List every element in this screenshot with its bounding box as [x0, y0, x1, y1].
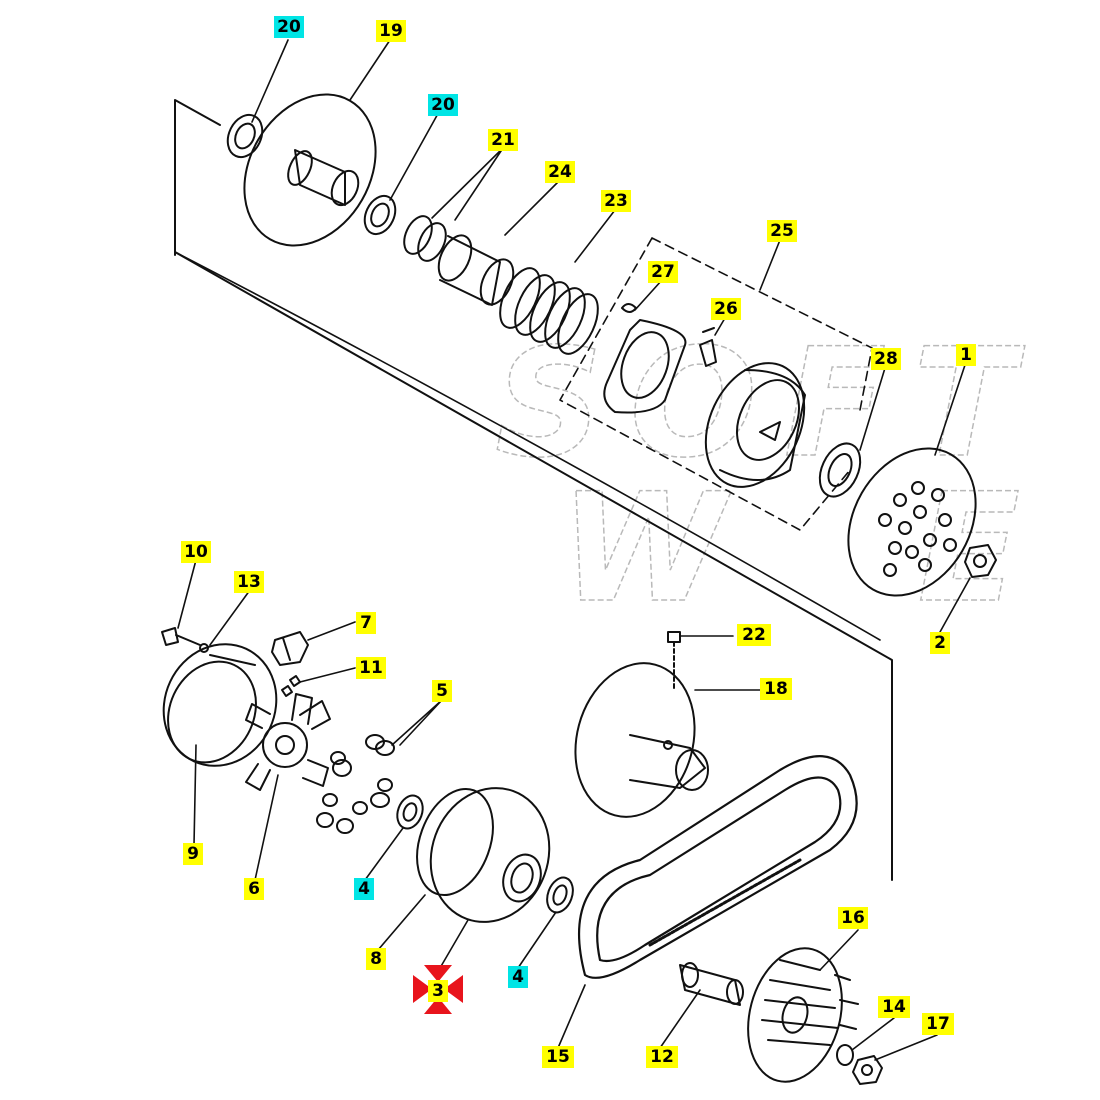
spring-23	[499, 267, 599, 355]
sleeve-12	[679, 962, 744, 1006]
callout-27[interactable]: 27	[648, 261, 678, 283]
callout-14[interactable]: 14	[878, 996, 910, 1018]
collar-4-left	[396, 794, 424, 830]
clip-27	[621, 303, 637, 313]
seal-ring-20-upper	[226, 113, 264, 159]
collar-4-right	[546, 876, 574, 914]
callout-11[interactable]: 11	[356, 657, 386, 679]
callout-5[interactable]: 5	[432, 680, 452, 702]
callout-9[interactable]: 9	[183, 843, 203, 865]
callout-21[interactable]: 21	[488, 129, 518, 151]
assembly-boundary-lower	[174, 251, 881, 641]
fixed-sheave-19	[243, 93, 377, 247]
o-rings-21	[403, 215, 447, 262]
callout-8[interactable]: 8	[366, 948, 386, 970]
callout-7[interactable]: 7	[356, 612, 376, 634]
callout-19[interactable]: 19	[376, 20, 406, 42]
callout-16[interactable]: 16	[838, 907, 868, 929]
leader-lines	[177, 39, 971, 1061]
seal-ring-20-middle	[363, 194, 397, 236]
callout-17[interactable]: 17	[922, 1013, 954, 1035]
fan-16	[747, 947, 859, 1083]
callout-24[interactable]: 24	[545, 161, 575, 183]
nut-17	[852, 1055, 883, 1085]
callout-26[interactable]: 26	[711, 298, 741, 320]
selection-marker	[413, 965, 463, 1014]
callout-22[interactable]: 22	[737, 624, 771, 646]
nut-2	[964, 544, 997, 578]
callout-2[interactable]: 2	[930, 632, 950, 654]
roller-weights-5	[316, 734, 395, 834]
collar-24	[437, 234, 515, 306]
callout-12[interactable]: 12	[646, 1046, 678, 1068]
ramp-plate-6	[245, 693, 331, 791]
callout-13[interactable]: 13	[234, 571, 264, 593]
callout-23[interactable]: 23	[601, 190, 631, 212]
secondary-sheave-18	[574, 662, 709, 818]
callout-18[interactable]: 18	[760, 678, 792, 700]
callout-15[interactable]: 15	[542, 1046, 574, 1068]
bolt-10	[161, 627, 201, 646]
callout-20-middle[interactable]: 20	[428, 94, 458, 116]
seal-28	[818, 442, 862, 498]
callout-28[interactable]: 28	[871, 348, 901, 370]
callout-20-upper[interactable]: 20	[274, 16, 304, 38]
callout-6[interactable]: 6	[244, 878, 264, 900]
callout-4-left[interactable]: 4	[354, 878, 374, 900]
callout-4-right[interactable]: 4	[508, 966, 528, 988]
drive-belt-15	[577, 755, 858, 979]
callout-3-selected[interactable]: 3	[428, 980, 448, 1002]
clutch-housing-1	[847, 447, 977, 597]
clutch-plate	[603, 319, 687, 414]
callout-10[interactable]: 10	[181, 541, 211, 563]
washer-14	[836, 1044, 854, 1066]
movable-sheave-8	[416, 787, 551, 923]
callout-1[interactable]: 1	[956, 344, 976, 366]
slider-7	[271, 631, 309, 666]
pin-26	[699, 327, 717, 367]
callout-25[interactable]: 25	[767, 220, 797, 242]
screw-22	[667, 631, 681, 691]
pieces-11	[281, 675, 301, 697]
clutch-shoe-assembly	[704, 362, 806, 488]
